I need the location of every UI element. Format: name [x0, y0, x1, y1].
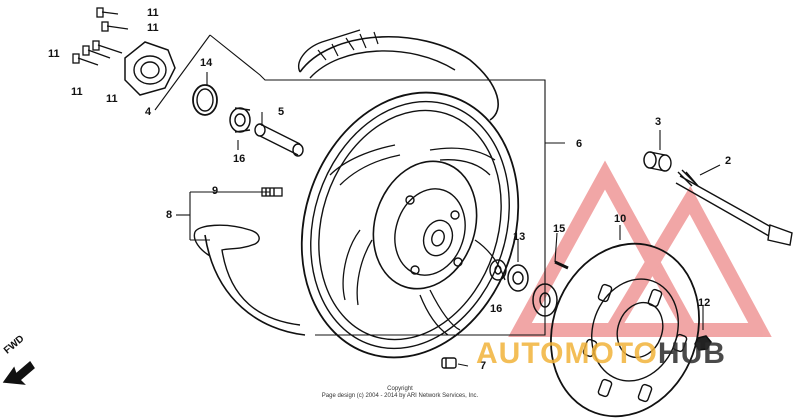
callout-3: 3 [655, 116, 662, 128]
axle [675, 169, 793, 246]
wheel-hub [372, 160, 478, 290]
callout-11: 11 [147, 22, 159, 34]
callout-16: 16 [490, 303, 503, 315]
callout-15: 15 [553, 223, 566, 235]
callout-5: 5 [278, 106, 285, 118]
o-ring [192, 84, 218, 116]
callout-4: 4 [145, 106, 152, 118]
copyright-notice: Page design (c) 2004 - 2014 by ARI Netwo… [321, 393, 479, 399]
watermark-part-hub: HUB [657, 337, 726, 370]
callout-11: 11 [48, 48, 60, 60]
watermark-logo-triangles [508, 160, 772, 337]
bearing-left [229, 107, 251, 133]
callout-2: 2 [725, 155, 732, 167]
callout-14: 14 [200, 57, 213, 69]
callout-16: 16 [233, 153, 246, 165]
fitting [441, 357, 457, 369]
callout-6: 6 [576, 138, 583, 150]
callout-10: 10 [614, 213, 627, 225]
wheel-spokes [329, 144, 506, 336]
callout-11: 11 [147, 7, 159, 19]
callout-11: 11 [71, 86, 83, 98]
copyright-label: Copyright [387, 386, 413, 392]
callout-9: 9 [212, 185, 219, 197]
watermark-part-auto: AUTO [476, 337, 565, 370]
callout-12: 12 [698, 297, 711, 309]
watermark-part-moto: MOTO [564, 337, 658, 370]
collar [643, 151, 672, 172]
leader-lines [154, 34, 721, 367]
nut [694, 335, 712, 351]
callout-11: 11 [106, 93, 118, 105]
callout-13: 13 [513, 231, 526, 243]
tire [193, 29, 499, 336]
sprocket-flange [124, 41, 176, 96]
pin [554, 260, 569, 270]
callout-8: 8 [166, 209, 173, 221]
forward-arrow-icon [2, 360, 35, 385]
bearing-right [489, 259, 529, 292]
dust-seal [532, 283, 558, 317]
wheel-rim [300, 91, 520, 359]
bolt-set [72, 7, 129, 66]
brake-disc [550, 242, 700, 418]
valve-stem [261, 187, 283, 197]
callout-7: 7 [480, 360, 487, 372]
watermark-text: AUTOMOTOHUB [476, 337, 726, 371]
spacer-tube [254, 123, 304, 157]
